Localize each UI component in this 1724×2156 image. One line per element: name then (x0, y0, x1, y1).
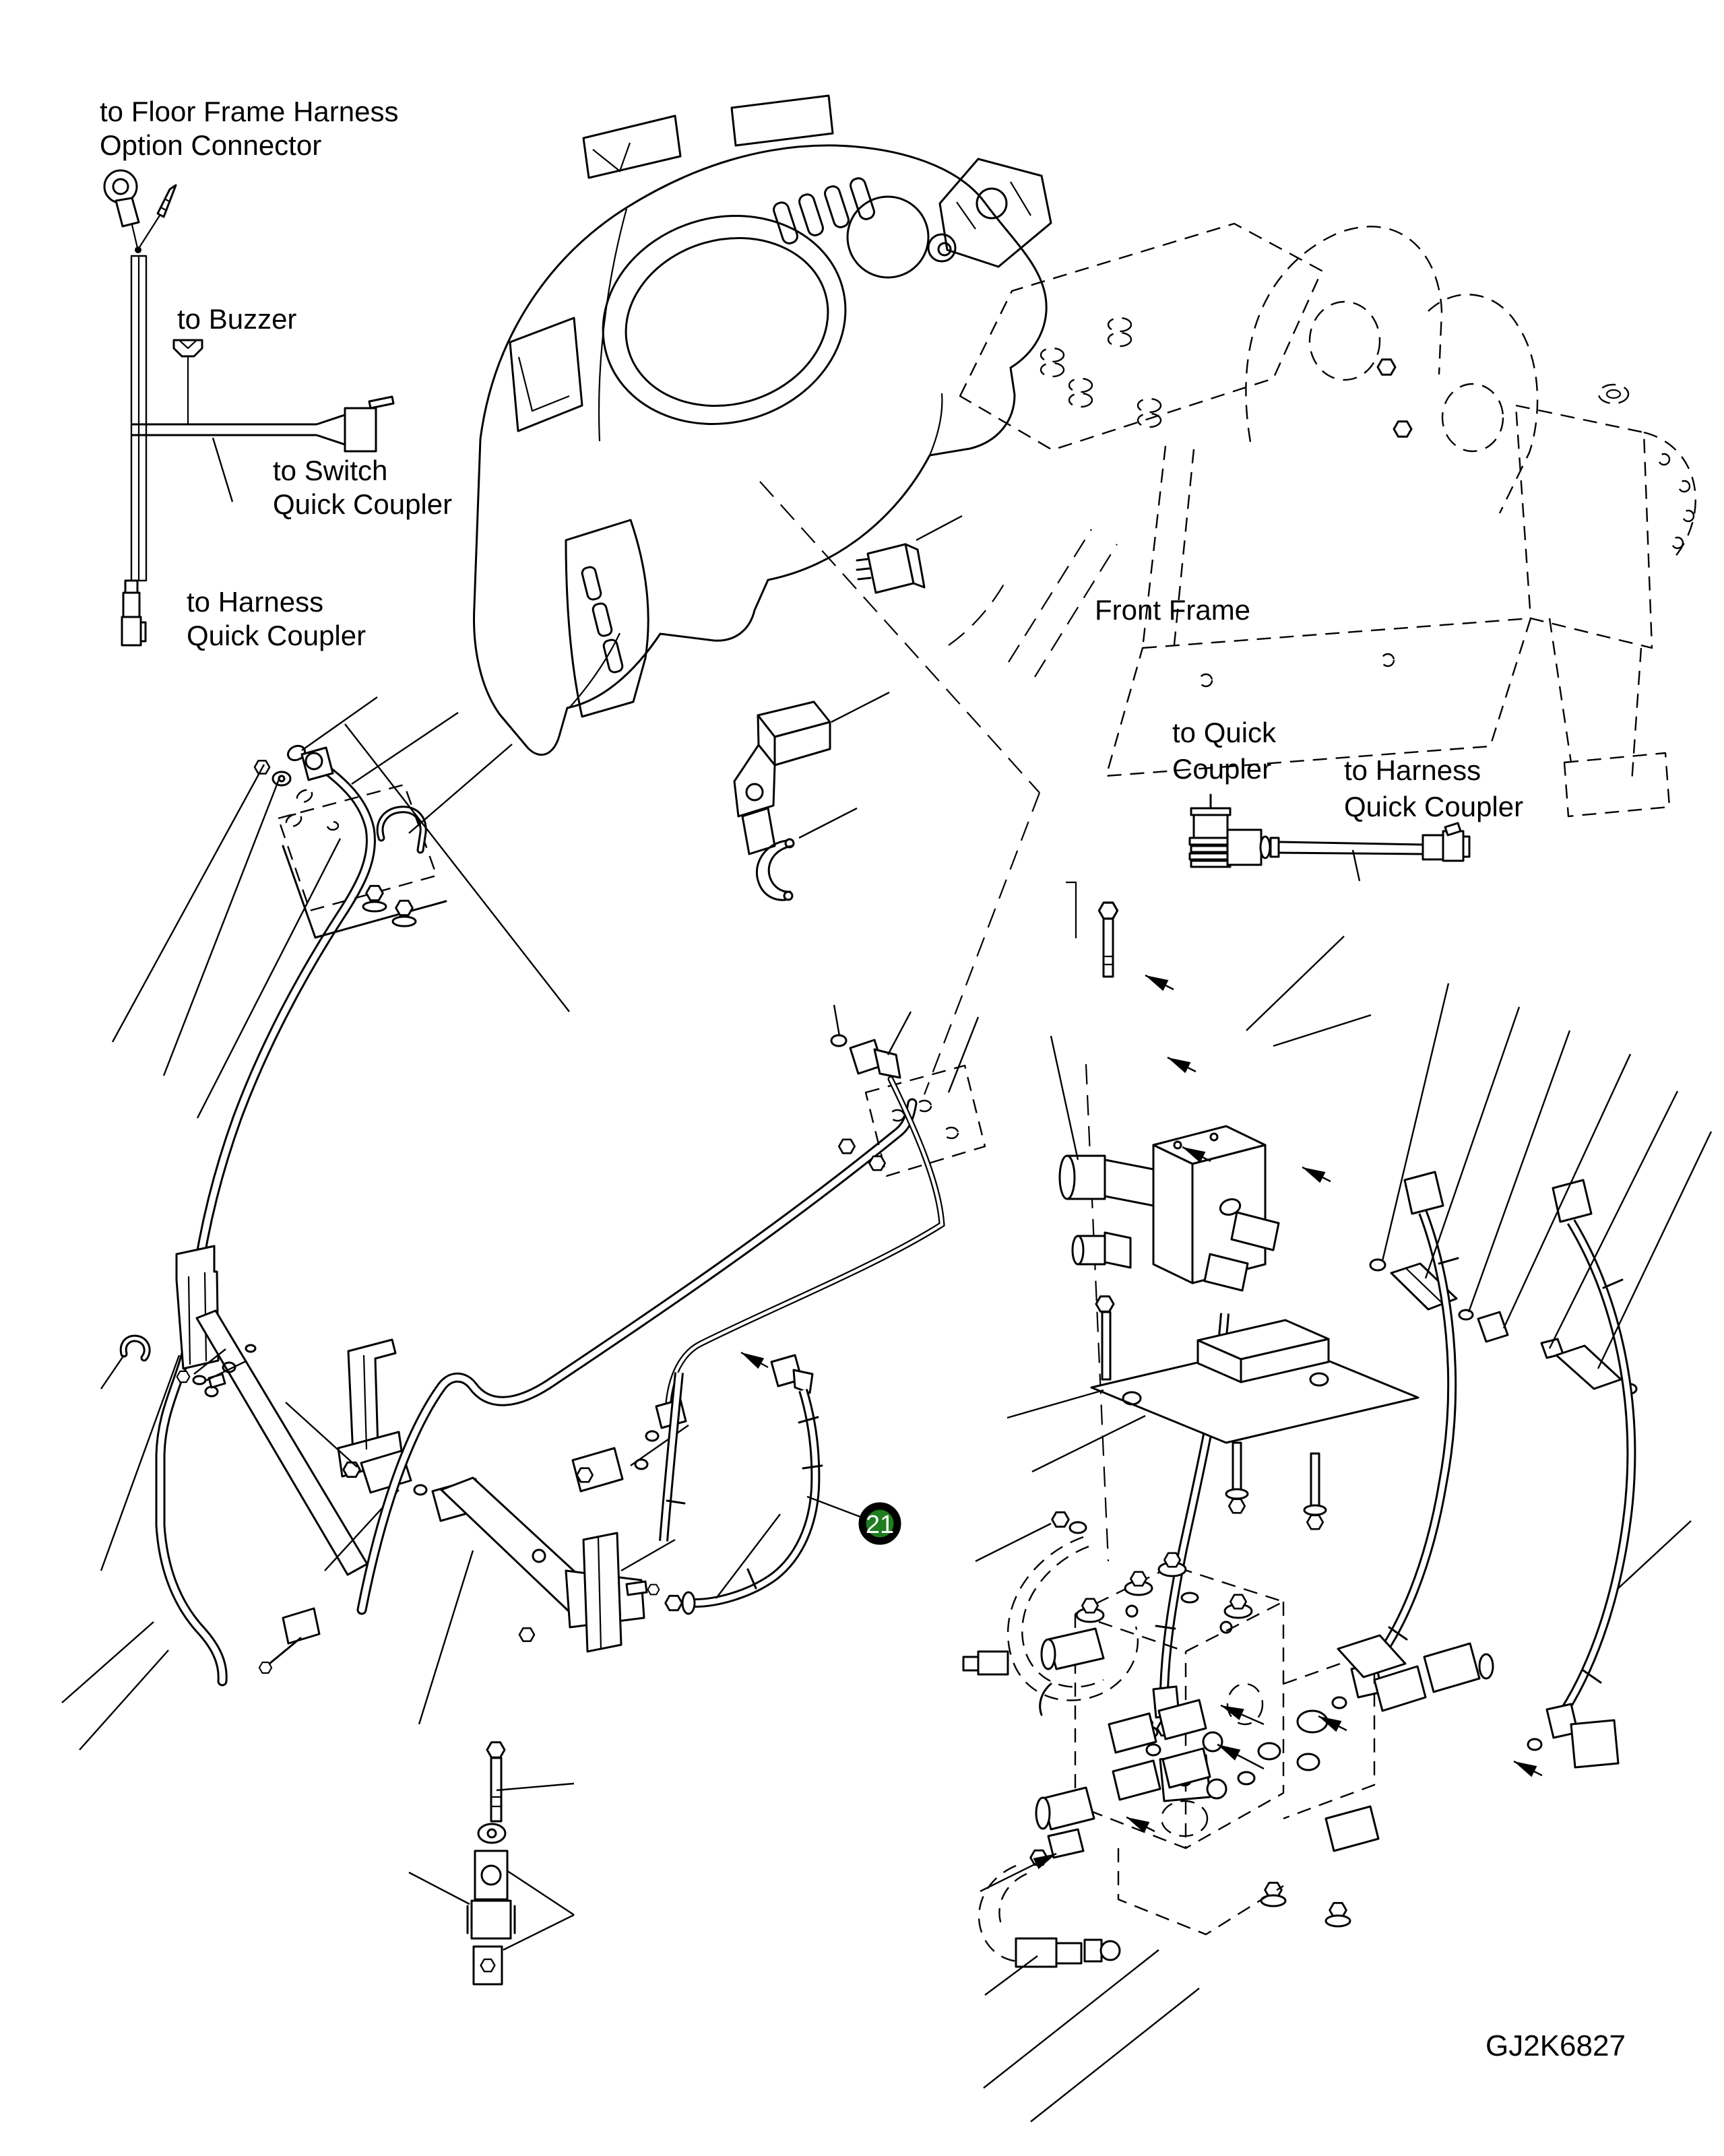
harness-tube-right (356, 1098, 918, 1615)
wiring-harness-schematic (103, 169, 395, 647)
manifold-block (1050, 1014, 1372, 1292)
drawing-code: GJ2K6827 (1486, 2029, 1626, 2062)
sensor-cable-part (1188, 793, 1471, 882)
fastener-stack (408, 1741, 575, 1986)
main-wire (130, 255, 148, 582)
manifold-assembly (962, 901, 1713, 1833)
valve-spools (1108, 1683, 1281, 1837)
tube-b-fitting (571, 1425, 689, 1493)
tube-bottom-clamp (61, 1607, 321, 1751)
label-buzzer: to Buzzer (177, 303, 296, 335)
label-quick-coupler-line1: to Quick (1172, 717, 1277, 748)
harness-coupler-connector-icon (121, 579, 147, 647)
label-harness-coupler-frame-line2: Quick Coupler (1344, 791, 1523, 822)
label-switch-coupler-line1: to Switch (273, 455, 387, 486)
label-floor-frame-line2: Option Connector (100, 129, 321, 161)
valve-right-fittings (1296, 1634, 1494, 1771)
manifold-bolt (1097, 901, 1119, 978)
front-frame-nut (1393, 420, 1413, 438)
panel-top-openings (582, 94, 834, 179)
label-floor-frame-line1: to Floor Frame Harness (100, 96, 398, 127)
manifold-hose-3 (1510, 1219, 1636, 1777)
valve-bottom-hardware (1117, 1805, 1380, 1936)
label-front-frame: Front Frame (1095, 594, 1250, 626)
instrument-panel-illustration (473, 94, 1048, 756)
label-harness-coupler-frame-line1: to Harness (1344, 754, 1481, 786)
right-bracket (830, 1004, 986, 1177)
tube-top-fitting (253, 744, 334, 787)
part-badge-circle[interactable] (858, 1502, 901, 1545)
buzzer-icon (172, 339, 203, 424)
part-badge-21[interactable]: 21 (806, 1495, 901, 1545)
part-badge-number[interactable]: 21 (866, 1511, 894, 1539)
front-frame-corner-bracket (938, 158, 1052, 268)
label-harness-coupler-cab-line2: Quick Coupler (187, 620, 366, 651)
panel-vent-slots (773, 177, 875, 244)
assembly-arrows (1142, 969, 1331, 1183)
front-frame-nut (1376, 358, 1397, 376)
front-frame-illustration (938, 158, 1696, 818)
switch-coupler-connector-icon (344, 395, 395, 453)
reference-hose-dashed (962, 1511, 1139, 1701)
hose-part-21 (659, 1347, 823, 1615)
tube-harness-assembly (61, 696, 986, 1751)
manifold-mount-plate (1007, 1295, 1419, 1530)
blade-terminal-icon (139, 184, 177, 248)
bottom-bracket (418, 1476, 676, 1725)
harness-tube-left (155, 760, 376, 1687)
switch-branch-wire (132, 414, 346, 502)
label-harness-coupler-cab-line1: to Harness (187, 586, 323, 618)
front-frame-bosses (1040, 317, 1162, 428)
mid-channel-bracket (175, 1245, 220, 1370)
wire-junction-dot (135, 247, 141, 253)
label-switch-coupler-line2: Quick Coupler (273, 488, 452, 520)
valve-left-fittings (1035, 1627, 1105, 1859)
control-valve-assembly (978, 1552, 1494, 2122)
ring-terminal-icon (103, 169, 140, 249)
fitting-chain (1369, 1171, 1638, 1395)
u-clip-part (100, 1334, 151, 1390)
panel-left-opening (509, 317, 583, 432)
relay-bracket-part (733, 691, 890, 855)
manifold-leaders (1246, 936, 1713, 1590)
switch-connector-part (856, 515, 963, 594)
snap-ring-part (755, 807, 858, 901)
valve-connector-parts (978, 1849, 1121, 1996)
valve-arrows (980, 1699, 1265, 2122)
label-quick-coupler-line2: Coupler (1172, 753, 1271, 785)
